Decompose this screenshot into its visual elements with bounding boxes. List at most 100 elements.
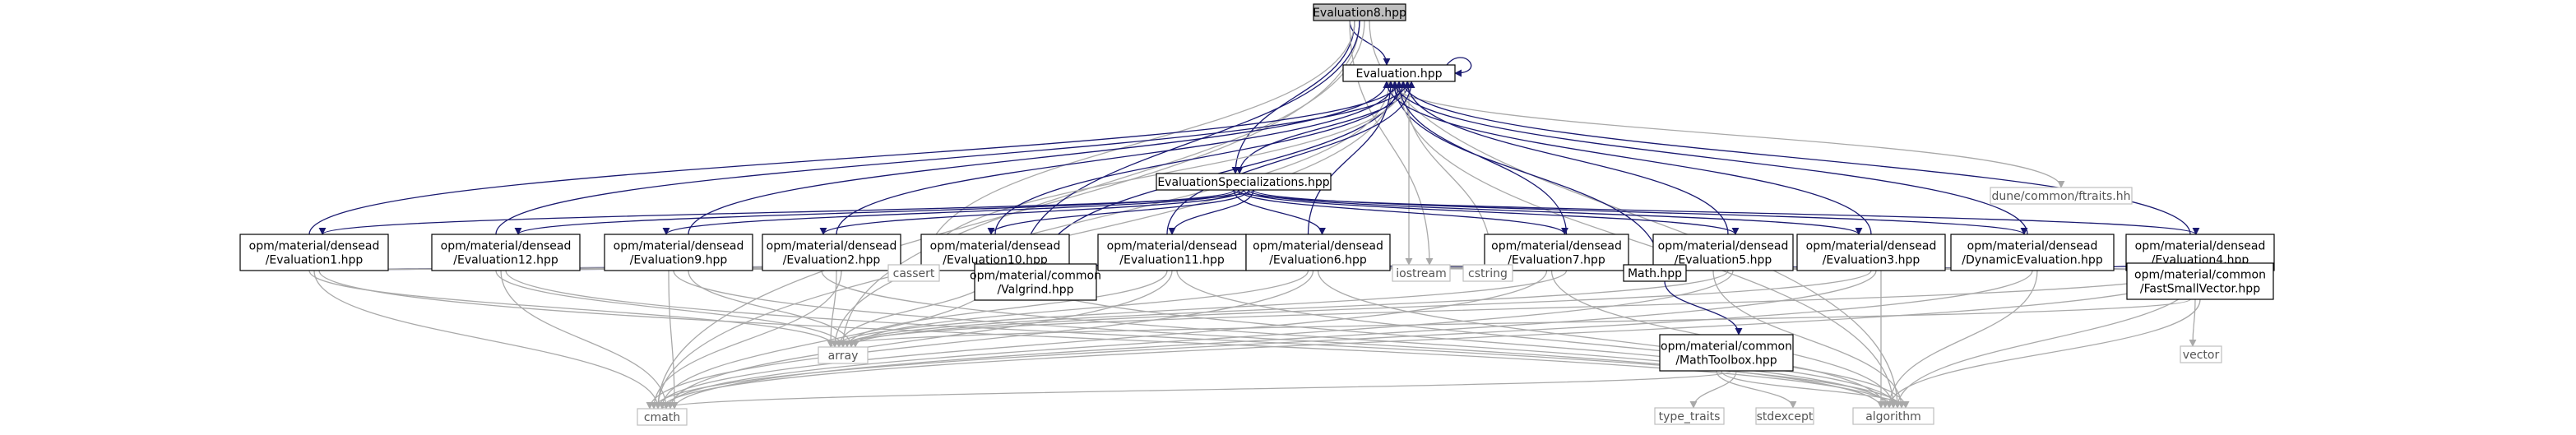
node-box	[1796, 234, 1946, 271]
node-box	[1950, 234, 2115, 271]
node-box	[1990, 187, 2133, 205]
edge-eval2-to-array	[827, 270, 837, 348]
node-eval12[interactable]: opm/material/densead/Evaluation12.hpp	[431, 234, 581, 271]
node-cstring: cstring	[1462, 264, 1513, 282]
node-label: /Evaluation11.hpp	[1119, 254, 1225, 267]
node-label: /Evaluation1.hpp	[266, 254, 364, 267]
edge-eval9-to-array	[688, 270, 855, 348]
node-label: opm/material/densead	[1253, 240, 1383, 253]
node-evaluation[interactable]: Evaluation.hpp	[1342, 64, 1456, 82]
node-box	[2180, 345, 2222, 363]
edge-evaluation-to-valgrind	[1040, 81, 1400, 265]
edge-toolbox-to-stdexcept	[1716, 370, 1797, 409]
node-label: /Evaluation7.hpp	[1508, 254, 1605, 267]
node-box	[431, 234, 581, 271]
edge-specializations-to-eval2	[819, 189, 1244, 235]
node-box	[1156, 173, 1332, 191]
node-label: /Evaluation2.hpp	[783, 254, 881, 267]
node-eval11[interactable]: opm/material/densead/Evaluation11.hpp	[1097, 234, 1247, 271]
edge-eval5-to-algorithm	[1712, 270, 1906, 409]
edge-eval7-to-evaluation	[1395, 81, 1568, 235]
node-vector: vector	[2180, 345, 2222, 363]
node-label: algorithm	[1865, 410, 1921, 423]
node-label: type_traits	[1659, 410, 1721, 423]
node-root[interactable]: Evaluation8.hpp	[1313, 3, 1406, 21]
node-box	[1097, 234, 1247, 271]
node-label: opm/material/densead	[1967, 240, 2098, 253]
edge-eval3-to-cmath	[670, 270, 1877, 410]
node-toolbox[interactable]: opm/material/common/MathToolbox.hpp	[1659, 334, 1794, 372]
node-box	[1654, 407, 1725, 425]
node-label: opm/material/densead	[441, 240, 572, 253]
node-math[interactable]: Math.hpp	[1623, 264, 1687, 282]
edge-specializations-to-eval7	[1238, 189, 1568, 235]
node-label: /Evaluation12.hpp	[453, 254, 558, 267]
node-specializations[interactable]: EvaluationSpecializations.hpp	[1156, 173, 1332, 191]
node-box	[974, 263, 1097, 301]
edge-eval1-to-array	[308, 270, 839, 348]
edge-specializations-to-eval9	[662, 189, 1239, 235]
node-label: opm/material/densead	[767, 240, 897, 253]
edge-evaluation-to-array	[831, 81, 1390, 348]
node-label: cmath	[644, 411, 680, 424]
node-valgrind[interactable]: opm/material/common/Valgrind.hpp	[970, 263, 1101, 301]
edge-eval11-to-evaluation	[1166, 81, 1415, 235]
node-box	[2126, 262, 2274, 300]
node-eval1[interactable]: opm/material/densead/Evaluation1.hpp	[239, 234, 389, 271]
edge-eval6-to-evaluation	[1307, 81, 1395, 235]
node-label: opm/material/densead	[1107, 240, 1238, 253]
node-label: opm/material/common	[970, 270, 1101, 283]
node-algorithm: algorithm	[1852, 407, 1934, 425]
node-label: /Evaluation6.hpp	[1269, 254, 1367, 267]
node-eval2[interactable]: opm/material/densead/Evaluation2.hpp	[762, 234, 901, 271]
edge-root-to-evaluation	[1349, 20, 1391, 66]
edge-specializations-to-dynamic	[1253, 189, 2028, 235]
node-label: opm/material/densead	[614, 240, 744, 253]
node-dynamic[interactable]: opm/material/densead/DynamicEvaluation.h…	[1950, 234, 2115, 271]
node-label: /FastSmallVector.hpp	[2140, 283, 2260, 296]
edge-evaluation-to-algorithm	[1398, 81, 1897, 409]
node-label: array	[828, 349, 859, 363]
edge-evaluation-to-evaluation	[1446, 57, 1472, 77]
node-label: opm/material/densead	[1491, 240, 1622, 253]
node-box	[1245, 234, 1391, 271]
edge-eval9-to-evaluation	[688, 81, 1391, 235]
edge-specializations-to-eval5	[1243, 189, 1740, 235]
node-label: opm/material/common	[2134, 269, 2266, 282]
node-label: cstring	[1468, 267, 1508, 280]
nodes-layer: Evaluation8.hppEvaluation.hppEvaluationS…	[239, 3, 2275, 426]
node-box	[1313, 3, 1406, 21]
node-fastvec[interactable]: opm/material/common/FastSmallVector.hpp	[2126, 262, 2274, 300]
node-eval9[interactable]: opm/material/densead/Evaluation9.hpp	[604, 234, 753, 271]
edge-eval11-to-array	[843, 270, 1168, 348]
edge-eval2-to-cmath	[650, 270, 842, 410]
node-label: stdexcept	[1757, 410, 1814, 423]
node-box	[239, 234, 389, 271]
node-box	[1462, 264, 1513, 282]
edge-eval5-to-cmath	[662, 270, 1734, 410]
edge-eval4-to-array	[835, 270, 2191, 348]
node-box	[1342, 64, 1456, 82]
edge-fastvec-to-algorithm	[1885, 298, 2201, 409]
node-label: EvaluationSpecializations.hpp	[1157, 176, 1329, 189]
node-iostream: iostream	[1392, 264, 1451, 282]
edge-eval6-to-cmath	[646, 270, 1314, 410]
edge-eval5-to-evaluation	[1403, 81, 1729, 235]
node-box	[637, 408, 688, 426]
node-box	[818, 346, 869, 364]
edge-eval7-to-array	[831, 270, 1568, 348]
node-label: vector	[2183, 349, 2220, 362]
edge-root-to-valgrind	[1019, 20, 1360, 265]
node-box	[887, 264, 940, 282]
edge-eval11-to-cmath	[666, 270, 1173, 410]
node-label: opm/material/densead	[930, 240, 1061, 253]
edge-root-to-iostream	[1349, 20, 1434, 266]
edge-dynamic-to-algorithm	[1885, 270, 2038, 409]
node-eval6[interactable]: opm/material/densead/Evaluation6.hpp	[1245, 234, 1391, 271]
edge-math-to-toolbox	[1664, 280, 1743, 336]
edge-specializations-to-eval4	[1233, 189, 2200, 235]
node-cmath: cmath	[637, 408, 688, 426]
edges-layer	[303, 20, 2211, 410]
node-eval3[interactable]: opm/material/densead/Evaluation3.hpp	[1796, 234, 1946, 271]
